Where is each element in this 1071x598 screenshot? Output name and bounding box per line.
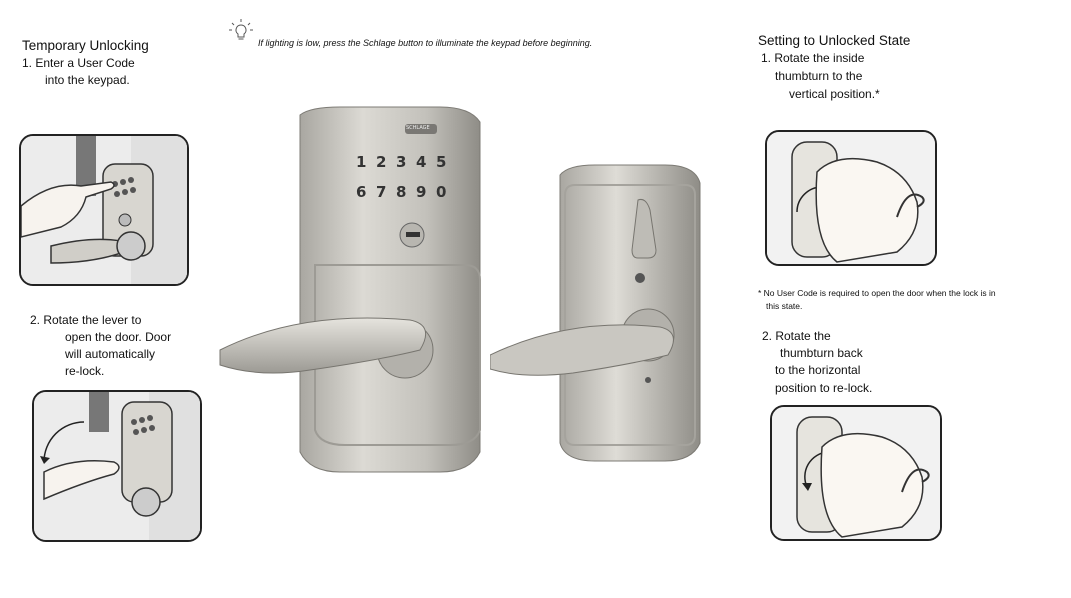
illustration-thumbturn-horizontal: [770, 405, 942, 541]
illustration-enter-code: [19, 134, 189, 286]
right-step1-line3: vertical position.*: [789, 87, 880, 101]
illustration-thumbturn-vertical: [765, 130, 937, 266]
key-9: 9: [416, 183, 427, 201]
left-step2-line1: 2. Rotate the lever to: [30, 313, 142, 327]
right-step2-line1: 2. Rotate the: [762, 329, 831, 343]
key-1: 1: [356, 153, 367, 171]
left-step2-line2: open the door. Door: [65, 330, 172, 344]
footnote-line1: * No User Code is required to open the d…: [758, 288, 996, 298]
key-5: 5: [436, 153, 447, 171]
left-step2-line3: will automatically: [65, 347, 156, 361]
right-step2-line3: to the horizontal: [775, 363, 861, 377]
lighting-tip: If lighting is low, press the Schlage bu…: [258, 38, 593, 48]
lightbulb-icon: [228, 18, 254, 49]
key-8: 8: [396, 183, 407, 201]
temporary-unlocking-title: Temporary Unlocking: [22, 38, 149, 53]
key-6: 6: [356, 183, 367, 201]
right-step2-line2: thumbturn back: [780, 346, 863, 360]
key-7: 7: [376, 183, 387, 201]
lock-inside-view: [490, 160, 730, 480]
left-step2-line4: re-lock.: [65, 364, 105, 378]
key-4: 4: [416, 153, 427, 171]
left-step1-line2: into the keypad.: [45, 73, 130, 87]
right-step1-line1: 1. Rotate the inside: [761, 51, 865, 65]
right-step1-line2: thumbturn to the: [775, 69, 863, 83]
key-3: 3: [396, 153, 407, 171]
schlage-button-label: SCHLAGE: [406, 125, 430, 131]
left-step1-line1: 1. Enter a User Code: [22, 56, 135, 70]
footnote-line2: this state.: [766, 301, 803, 311]
keypad-lock-outside: 1 2 3 4 5 6 7 8 9 0 SCHLAGE: [215, 100, 485, 480]
unlocked-state-title: Setting to Unlocked State: [758, 33, 911, 48]
right-step2-line4: position to re-lock.: [775, 381, 873, 395]
illustration-rotate-lever: [32, 390, 202, 542]
key-0: 0: [436, 183, 447, 201]
key-2: 2: [376, 153, 387, 171]
